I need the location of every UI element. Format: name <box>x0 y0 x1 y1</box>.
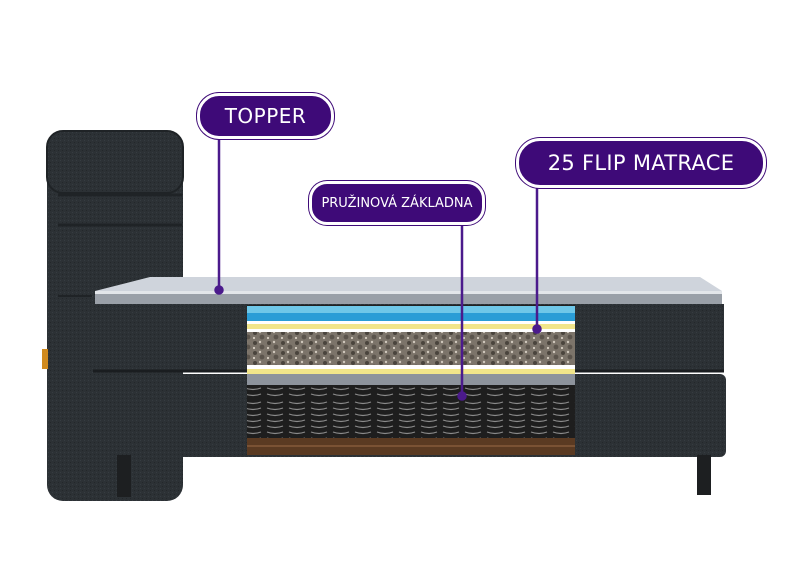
topper-label: TOPPER <box>197 93 334 139</box>
leader-lines <box>214 139 542 401</box>
spring-base-label: PRUŽINOVÁ ZÁKLADNA <box>309 181 485 225</box>
cross-section <box>247 305 575 455</box>
leg <box>117 455 131 497</box>
mattress-label: 25 FLIP MATRACE <box>516 138 766 188</box>
brand-tag <box>42 349 48 369</box>
leg <box>697 455 711 495</box>
topper-layer <box>95 277 722 304</box>
